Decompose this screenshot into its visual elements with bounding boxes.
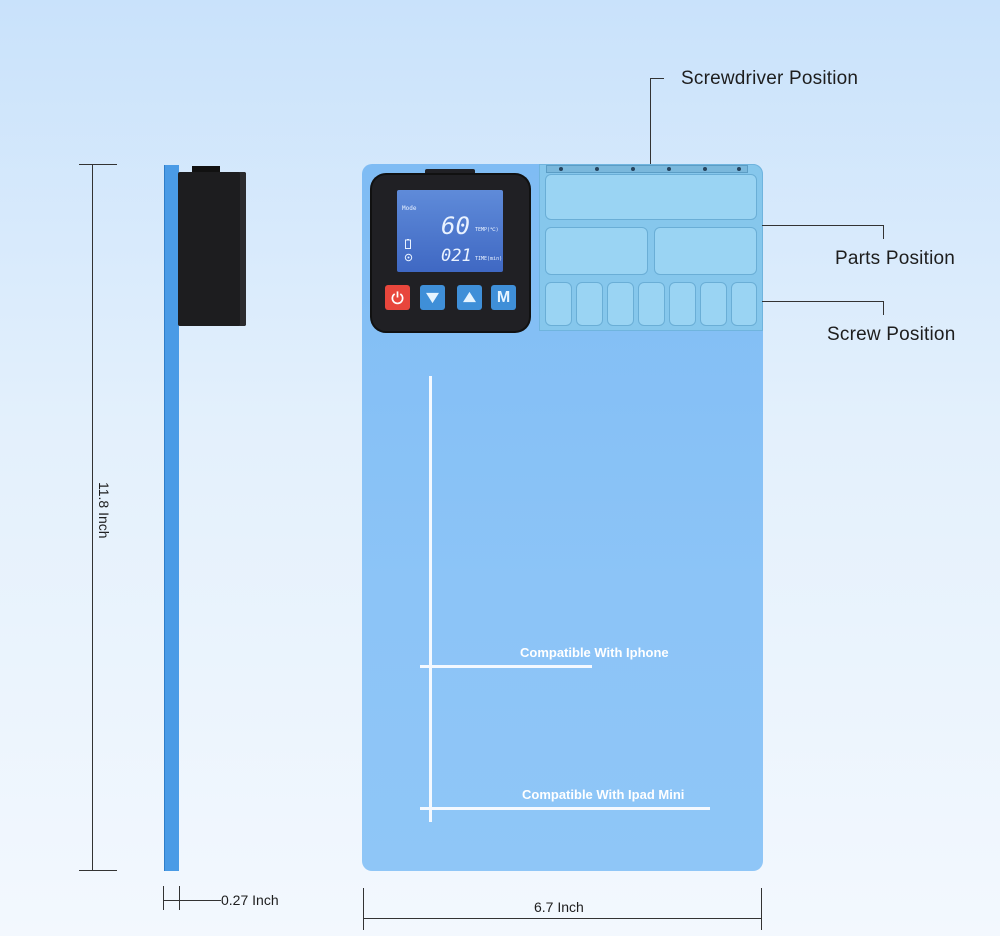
iphone-guide-line [420,665,592,668]
temperature-up-button[interactable] [457,285,482,310]
parts-compartment-right [654,227,757,275]
screw-compartment [669,282,696,326]
rail-magnet [703,167,707,171]
rail-magnet [667,167,671,171]
temperature-down-button[interactable] [420,285,445,310]
height-dimension-label: 11.8 Inch [96,482,112,539]
screwdriver-rail [546,165,748,173]
screw-position-label: Screw Position [827,324,956,345]
width-dimension-line [363,918,761,919]
screw-compartment [545,282,572,326]
thickness-dimension-left-tick [163,886,164,910]
width-dimension-label: 6.7 Inch [534,899,584,915]
ipad-mini-guide-line [420,807,710,810]
thickness-dimension-label: 0.27 Inch [221,892,279,908]
parts-compartment-left [545,227,648,275]
screw-compartment [638,282,665,326]
guide-vertical-line [429,376,432,822]
lcd-temperature-value: 60 [441,212,470,240]
screwdriver-compartment [545,174,757,220]
screw-compartment [700,282,727,326]
lcd-time-unit: TIME(min) [475,256,503,262]
controller-side-view [178,172,246,326]
mode-button-label: M [496,288,511,306]
controller-side-cap [192,166,220,174]
lcd-display: Mode 60 TEMP(℃) 021 TIME(min) [397,190,503,272]
rail-magnet [559,167,563,171]
ipad-mini-compatibility-label: Compatible With Ipad Mini [522,787,685,802]
parts-leader-vertical [883,225,884,239]
parts-leader-horizontal [762,225,884,226]
screw-leader-horizontal [762,301,884,302]
arrow-down-icon [426,292,439,304]
thickness-dimension-line [163,900,221,901]
parts-position-label: Parts Position [835,248,956,269]
mode-button[interactable]: M [491,285,516,310]
lcd-temperature-unit: TEMP(℃) [475,227,499,233]
lcd-time-value: 021 [441,246,472,266]
rail-magnet [595,167,599,171]
screw-leader-vertical [883,301,884,315]
rail-magnet [631,167,635,171]
screw-compartment [731,282,757,326]
thickness-dimension-right-tick [179,886,180,910]
width-dimension-right-tick [761,888,762,930]
screwdriver-leader-vertical [650,78,651,164]
iphone-compatibility-label: Compatible With Iphone [520,645,669,660]
mat-side-view [164,165,179,871]
rail-magnet [737,167,741,171]
width-dimension-left-tick [363,888,364,930]
power-button[interactable] [385,285,410,310]
settings-icon [404,253,413,262]
screwdriver-position-label: Screwdriver Position [681,68,859,89]
controller-top-tab [425,169,475,177]
height-dimension-top-tick [79,164,117,165]
power-icon [391,291,404,305]
screw-compartment [576,282,603,326]
height-dimension-bottom-tick [79,870,117,871]
height-dimension-line [92,165,93,870]
battery-icon [405,239,411,249]
arrow-up-icon [463,291,476,303]
screw-compartment [607,282,634,326]
lcd-mode-label: Mode [402,205,417,212]
screwdriver-leader-horizontal [650,78,664,79]
